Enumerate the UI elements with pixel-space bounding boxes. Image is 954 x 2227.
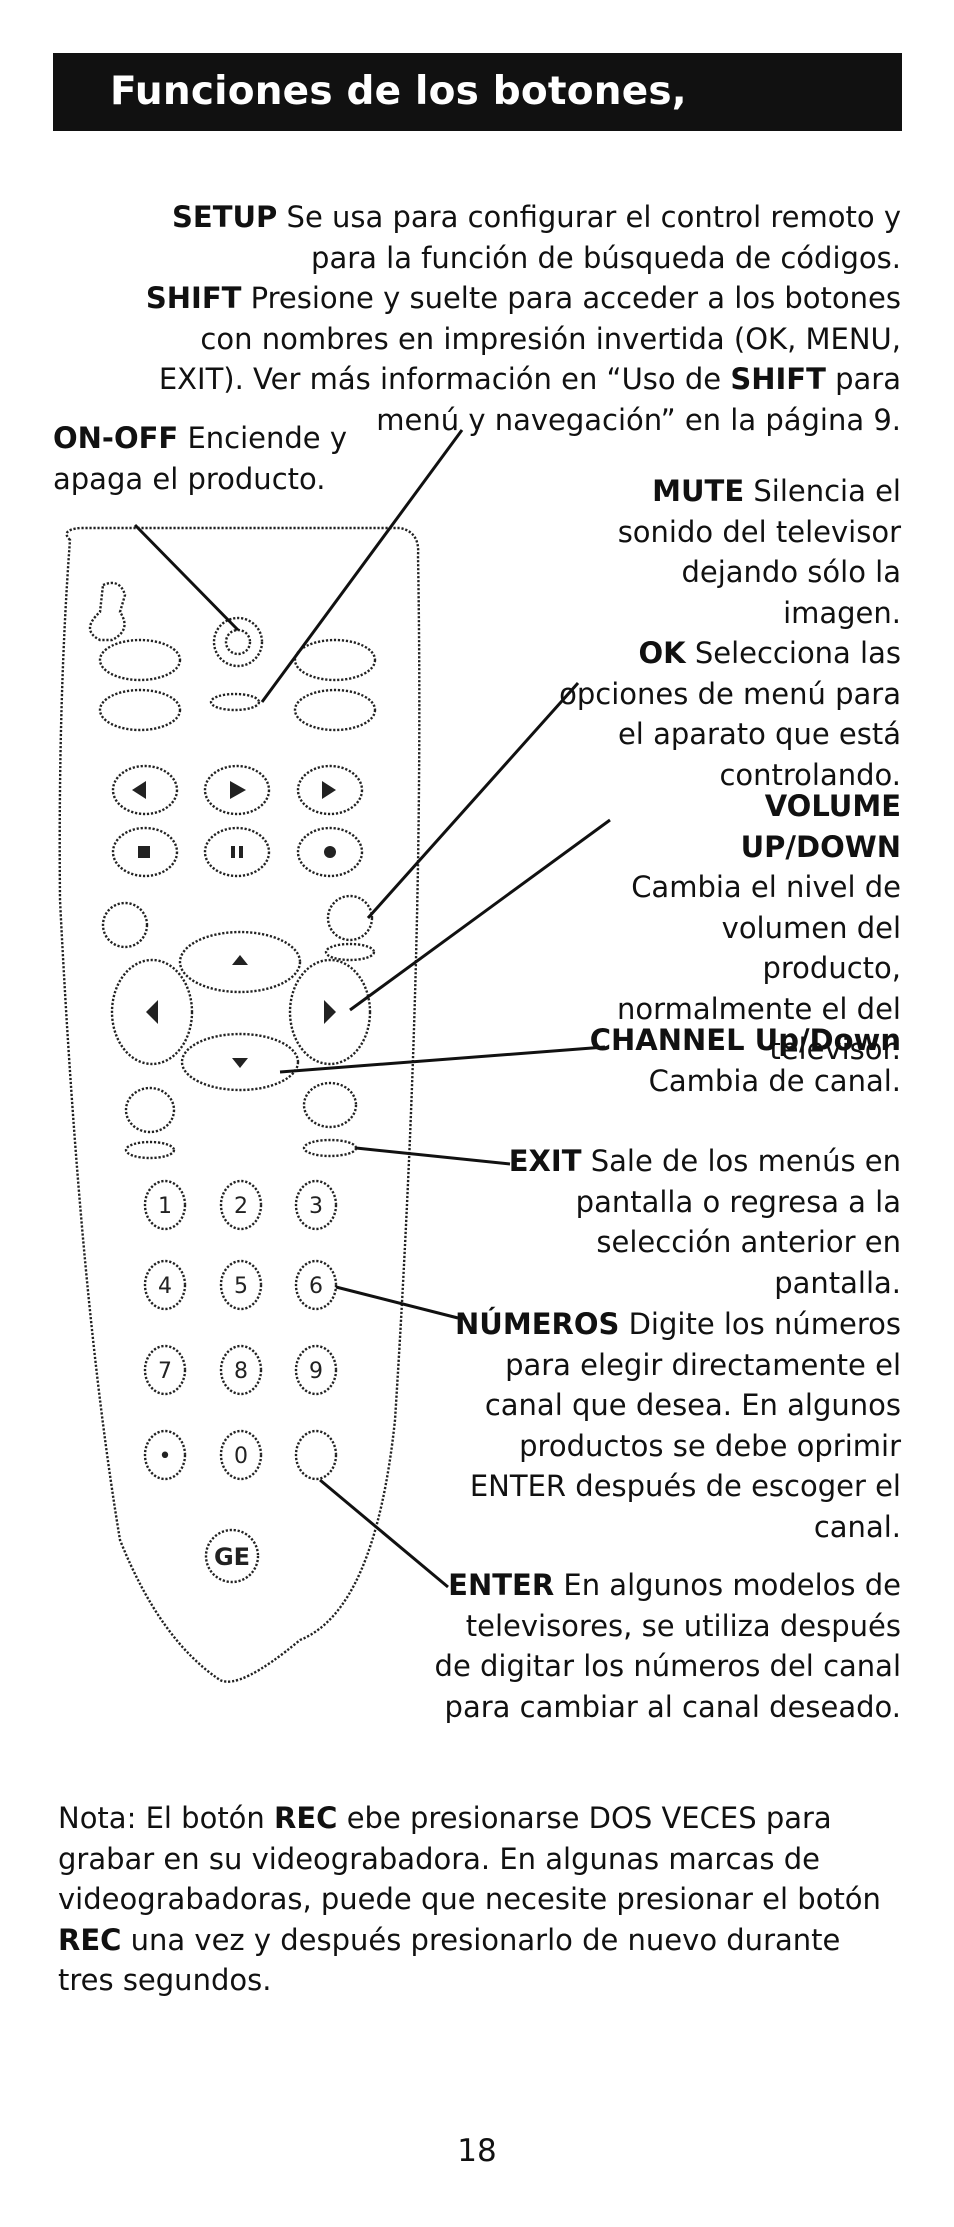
digit-8: 8 bbox=[234, 1359, 248, 1384]
shift-text: Presione y suelte para acceder a los bot… bbox=[158, 281, 901, 396]
rewind-icon bbox=[132, 781, 146, 799]
setup-shift-callout: SETUP Se usa para configurar el control … bbox=[111, 197, 901, 440]
ok-text: Selecciona las opciones de menú para el … bbox=[559, 636, 901, 792]
digit-2: 2 bbox=[234, 1194, 248, 1219]
enter-leader bbox=[319, 1478, 449, 1589]
digit-dot: • bbox=[159, 1444, 172, 1469]
digit-7: 7 bbox=[158, 1359, 172, 1384]
onoff-button bbox=[212, 616, 264, 668]
ok-term: OK bbox=[638, 636, 686, 670]
stop-icon bbox=[138, 846, 150, 858]
ge-logo-circle bbox=[204, 1528, 260, 1584]
mute-term: MUTE bbox=[652, 474, 745, 508]
numeros-term: NÚMEROS bbox=[455, 1307, 620, 1341]
digit-4: 4 bbox=[158, 1274, 172, 1299]
tv-button bbox=[98, 638, 182, 682]
vcr-button bbox=[293, 638, 377, 682]
digit-6: 6 bbox=[309, 1274, 323, 1299]
exit-term: EXIT bbox=[508, 1144, 582, 1178]
volume-callout: VOLUME UP/DOWN Cambia el nivel de volume… bbox=[601, 786, 901, 1070]
remote-body-outline bbox=[58, 526, 421, 1683]
exit-leader bbox=[355, 1146, 511, 1166]
onoff-leader bbox=[133, 523, 240, 632]
mute-button bbox=[326, 894, 374, 942]
shift-term-2: SHIFT bbox=[730, 362, 826, 396]
digit-5: 5 bbox=[234, 1274, 248, 1299]
note-text-3: una vez y después presionarlo de nuevo d… bbox=[58, 1922, 841, 1998]
numeros-text: Digite los números para elegir directame… bbox=[469, 1307, 901, 1544]
onoff-callout: ON-OFF Enciende y apaga el producto. bbox=[53, 418, 353, 499]
volume-down-icon bbox=[146, 1000, 158, 1024]
shift-text-2: para menú y navegación” en la página 9. bbox=[376, 362, 901, 437]
shift-term: SHIFT bbox=[145, 281, 242, 315]
digit-1: 1 bbox=[158, 1194, 172, 1219]
volume-up-icon bbox=[324, 1000, 336, 1024]
note-rec-1: REC bbox=[274, 1801, 338, 1835]
page-title: Funciones de los botones, continuación bbox=[110, 69, 687, 192]
volume-leader bbox=[349, 818, 611, 1012]
numeros-callout: NÚMEROS Digite los números para elegir d… bbox=[421, 1304, 901, 1547]
digit-0: 0 bbox=[234, 1444, 248, 1469]
note-rec-2: REC bbox=[58, 1922, 122, 1957]
channel-button bbox=[180, 1032, 300, 1092]
note-paragraph: Nota: El botón REC ebe presionarse DOS V… bbox=[58, 1798, 898, 2001]
fast-forward-icon bbox=[322, 781, 336, 799]
mute-text: Silencia el sonido del televisor dejando… bbox=[617, 474, 901, 630]
setup-leader bbox=[260, 429, 464, 703]
channel-down-icon bbox=[232, 1058, 248, 1068]
exit-text: Sale de los menús en pantalla o regresa … bbox=[575, 1144, 901, 1300]
ge-logo-text: GE bbox=[214, 1543, 250, 1571]
mute-ok-callout: MUTE Silencia el sonido del televisor de… bbox=[556, 471, 901, 795]
digit-9: 9 bbox=[309, 1359, 323, 1384]
volume-term: VOLUME UP/DOWN bbox=[740, 789, 901, 864]
channel-term: CHANNEL Up/Down bbox=[589, 1023, 901, 1057]
volume-text: Cambia el nivel de volumen del producto,… bbox=[617, 870, 901, 1066]
setup-button bbox=[209, 692, 261, 712]
channel-text: Cambia de canal. bbox=[648, 1063, 901, 1098]
mute-leader bbox=[366, 682, 580, 919]
record-icon bbox=[324, 846, 336, 858]
channel-callout: CHANNEL Up/Down Cambia de canal. bbox=[581, 1020, 901, 1101]
enter-text: En algunos modelos de televisores, se ut… bbox=[434, 1568, 901, 1724]
numeros-leader bbox=[335, 1285, 459, 1320]
exit-button bbox=[302, 1138, 358, 1158]
note-text-1: Nota: El botón bbox=[58, 1801, 265, 1835]
pause-icon bbox=[231, 846, 235, 858]
digit-3: 3 bbox=[309, 1194, 323, 1219]
page-number: 18 bbox=[457, 2133, 497, 2169]
volume-button bbox=[288, 958, 372, 1066]
exit-callout: EXIT Sale de los menús en pantalla o reg… bbox=[481, 1141, 901, 1303]
note-text-2: ebe presionarse DOS VECES para grabar en… bbox=[58, 1801, 881, 1916]
number-six-button bbox=[294, 1259, 338, 1311]
section-header: Funciones de los botones, continuación bbox=[53, 53, 902, 192]
channel-up-icon bbox=[232, 955, 248, 965]
onoff-term: ON-OFF bbox=[53, 421, 179, 455]
enter-button bbox=[294, 1429, 338, 1481]
enter-callout: ENTER En algunos modelos de televisores,… bbox=[431, 1565, 901, 1727]
enter-term: ENTER bbox=[448, 1568, 555, 1602]
play-icon bbox=[230, 781, 246, 799]
onoff-text: Enciende y apaga el producto. bbox=[53, 421, 348, 496]
channel-leader bbox=[279, 1045, 606, 1074]
setup-term: SETUP bbox=[172, 200, 278, 234]
setup-text: Se usa para configurar el control remoto… bbox=[286, 200, 901, 275]
